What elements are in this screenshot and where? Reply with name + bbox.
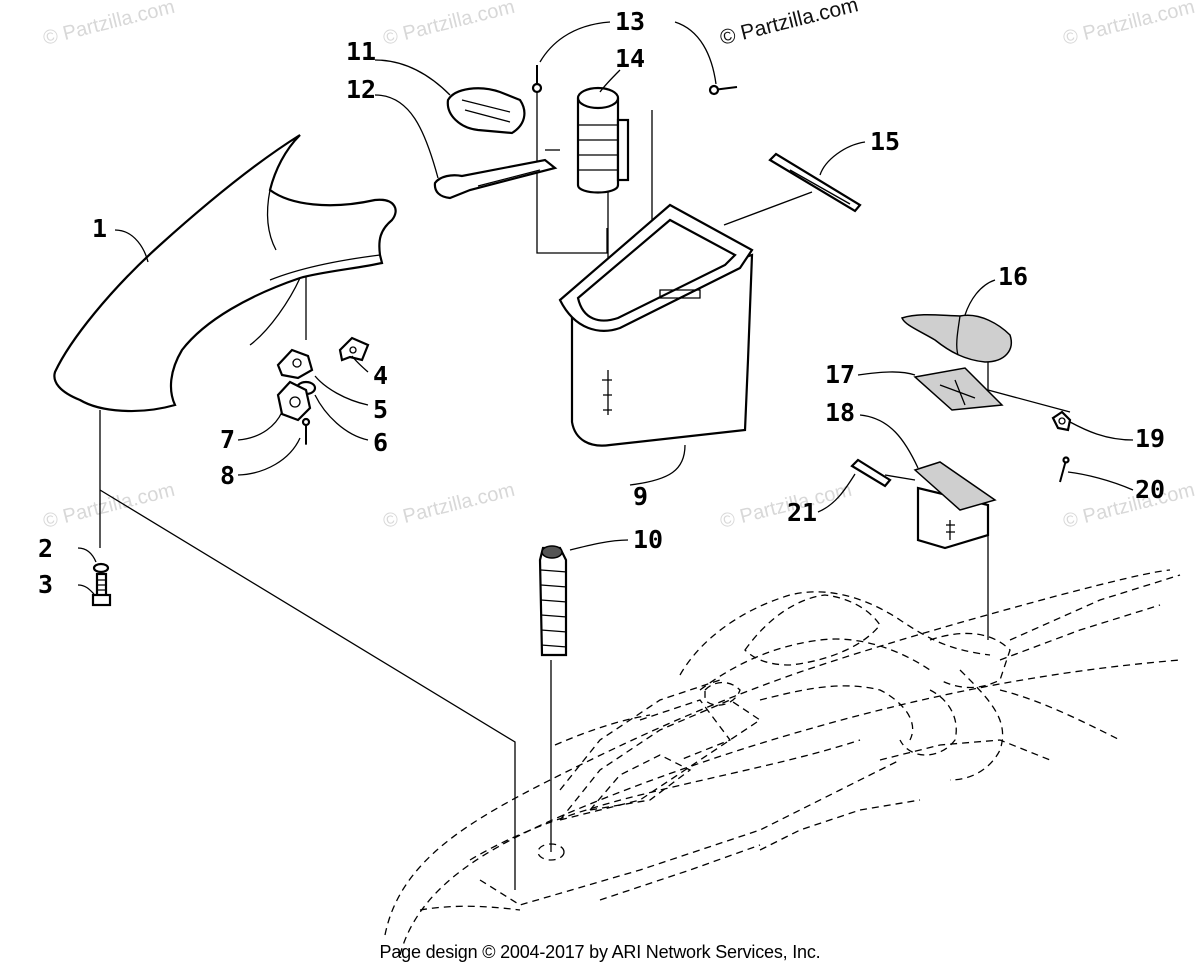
part-13-pin[interactable] — [531, 65, 543, 94]
callout-14: 14 — [615, 44, 645, 73]
watermark-dark: © Partzilla.com — [718, 0, 861, 50]
callout-19: 19 — [1135, 424, 1165, 453]
callout-1: 1 — [92, 214, 107, 243]
callout-17: 17 — [825, 360, 855, 389]
part-4-latch-clip[interactable] — [338, 336, 370, 362]
watermark: © Partzilla.com — [381, 479, 517, 533]
part-15-bracket[interactable] — [768, 152, 862, 213]
callout-6: 6 — [373, 428, 388, 457]
part-3-bolt[interactable] — [91, 572, 112, 607]
callout-11: 11 — [346, 37, 376, 66]
callout-5: 5 — [373, 395, 388, 424]
callout-9: 9 — [633, 482, 648, 511]
part-14-cylinder[interactable] — [576, 86, 630, 194]
part-17-plate[interactable] — [913, 367, 1004, 411]
callout-pointers — [77, 21, 1134, 595]
callout-16: 16 — [998, 262, 1028, 291]
callout-7: 7 — [220, 425, 235, 454]
callout-18: 18 — [825, 398, 855, 427]
watermark: © Partzilla.com — [718, 479, 854, 533]
callout-12: 12 — [346, 75, 376, 104]
callout-labels: 1 2 3 4 5 6 7 8 9 10 11 12 13 14 15 16 1… — [38, 7, 1165, 599]
part-2-washer[interactable] — [92, 562, 110, 574]
part-9-storage-bin[interactable] — [558, 203, 754, 447]
watermark: © Partzilla.com — [1061, 479, 1197, 533]
watermark: © Partzilla.com — [381, 0, 517, 50]
part-5-latch-plate[interactable] — [276, 348, 314, 380]
footer-copyright: Page design © 2004-2017 by ARI Network S… — [379, 942, 821, 962]
part-16-cover[interactable] — [900, 313, 1012, 363]
callout-2: 2 — [38, 534, 53, 563]
watermark: © Partzilla.com — [41, 0, 177, 50]
callout-10: 10 — [633, 525, 663, 554]
callout-13: 13 — [615, 7, 645, 36]
part-12-strap[interactable] — [433, 158, 558, 200]
chassis-outline — [384, 569, 1181, 956]
watermark: © Partzilla.com — [1061, 0, 1197, 50]
part-21-strip[interactable] — [850, 458, 892, 488]
callout-21: 21 — [787, 498, 817, 527]
part-7-catch[interactable] — [276, 380, 312, 422]
part-18-box[interactable] — [913, 461, 997, 550]
part-1-side-panel[interactable] — [53, 134, 397, 413]
callout-20: 20 — [1135, 475, 1165, 504]
callout-8: 8 — [220, 461, 235, 490]
callout-15: 15 — [870, 127, 900, 156]
part-8-screw[interactable] — [301, 417, 311, 444]
part-10-grip[interactable] — [538, 545, 568, 657]
part-19-clip[interactable] — [1051, 410, 1072, 432]
callout-4: 4 — [373, 361, 388, 390]
part-13-pin-right[interactable] — [708, 84, 738, 96]
part-20-screw[interactable] — [1059, 456, 1070, 483]
part-11-lens[interactable] — [446, 87, 526, 135]
callout-3: 3 — [38, 570, 53, 599]
